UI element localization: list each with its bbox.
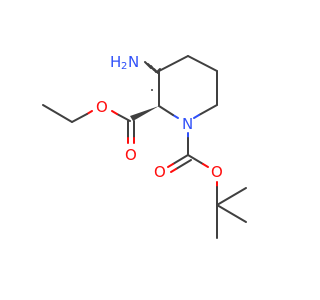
bond-boc-c-o-double-b-o <box>170 168 177 173</box>
boc-o-single-label: O <box>211 163 223 181</box>
ring-n-label: N <box>182 115 193 133</box>
bond-ester-c-o-single <box>116 113 131 122</box>
bond-ch2-ch3 <box>42 104 73 123</box>
amine-h-label: H <box>110 53 121 71</box>
bond-boc-c-o-double-b <box>175 159 192 170</box>
amine-n-label: N <box>128 53 139 71</box>
bond-ester-c-o-single-o <box>111 110 118 115</box>
bond-boc-c-o-single <box>187 154 204 165</box>
bond-c6-n1 <box>198 104 218 116</box>
bond-boc-c-o-double-a <box>172 154 189 165</box>
bond-cq-me1 <box>216 187 247 206</box>
ester-o-double-label: O <box>125 146 137 164</box>
bold-wedge-c2-ester <box>130 106 159 121</box>
ester-o-single-label: O <box>96 98 108 116</box>
hashed-wedge-c3-nh2 <box>144 61 161 74</box>
bond-n1-c2 <box>158 105 174 116</box>
molecule-structure: H 2 N N O O O O <box>42 53 247 239</box>
bond-c3-c4 <box>158 55 189 72</box>
boc-o-double-label: O <box>154 163 166 181</box>
bond-c4-c5 <box>187 55 218 72</box>
bond-boc-c-o-single-o <box>202 163 209 168</box>
amine-h-count: 2 <box>121 61 127 72</box>
bond-cq-me2 <box>216 204 247 223</box>
bond-c6-n1-n <box>193 114 200 119</box>
bond-ester-o-ch2 <box>71 113 88 123</box>
bond-boc-c-o-double-a-o <box>167 163 174 168</box>
